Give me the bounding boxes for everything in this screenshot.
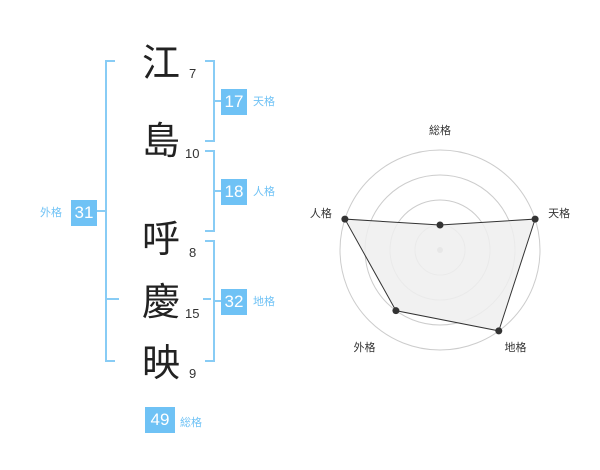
name-char-4: 慶 [141,280,180,324]
tenkaku-tick [213,100,223,102]
name-char-5: 映 [141,341,180,385]
gaikaku-tick-top [105,298,119,300]
jinkaku-label: 人格 [253,185,275,198]
radar-axis-label-0: 総格 [429,123,451,137]
chikaku-label: 地格 [253,295,275,308]
tenkaku-score: 17 [221,89,247,115]
radar-axis-label-1: 天格 [548,206,570,220]
jinkaku-score: 18 [221,179,247,205]
name-char-1: 江 [141,41,180,85]
chikaku-tick-inner [203,298,211,300]
radar-polygon [344,218,536,332]
soukaku-label: 総格 [180,416,202,429]
radar-ring-4 [339,149,541,351]
radar-point-4 [341,215,349,223]
stroke-count-4: 15 [185,306,200,321]
radar-axis-label-2: 地格 [505,340,527,354]
gaikaku-tick-mid [97,210,107,212]
gaikaku-label: 外格 [40,206,62,219]
soukaku-score: 49 [145,407,175,433]
stroke-count-2: 10 [185,146,200,161]
chikaku-tick [213,300,223,302]
radar-point-2 [495,327,503,335]
radar-point-3 [392,307,400,315]
radar-point-0 [436,221,444,229]
gaikaku-score: 31 [71,200,97,226]
radar-point-1 [531,215,539,223]
jinkaku-tick [213,190,223,192]
stroke-count-1: 7 [189,66,197,81]
radar-axis-label-3: 外格 [353,340,375,354]
chikaku-score: 32 [221,289,247,315]
stroke-count-3: 8 [189,245,197,260]
tenkaku-label: 天格 [253,95,275,108]
stroke-count-5: 9 [189,366,197,381]
name-char-3: 呼 [141,217,180,261]
radar-shape [341,215,539,335]
name-char-2: 島 [141,119,180,163]
radar-axis-label-4: 人格 [310,206,332,220]
